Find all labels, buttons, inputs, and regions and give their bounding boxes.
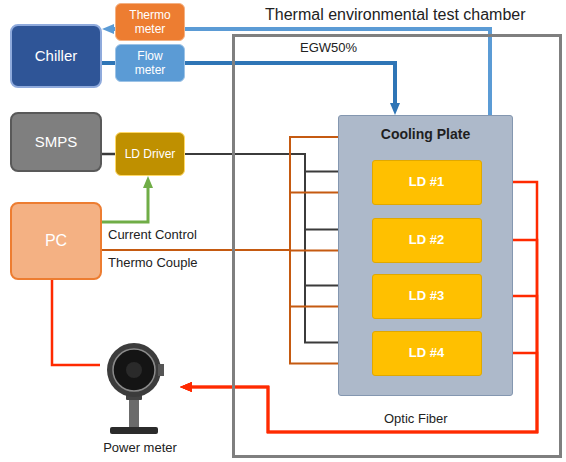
node-label: Flow meter xyxy=(124,49,176,78)
flowmeter-box: Flow meter xyxy=(115,44,185,82)
test-chamber: Thermal environmental test chamberCoolin… xyxy=(232,34,562,458)
node-label: LD #4 xyxy=(409,345,444,361)
laser-diode-box: LD #4 xyxy=(372,331,482,376)
power-meter: Power meter xyxy=(100,344,180,458)
meter-connector xyxy=(158,364,164,376)
node-label: Power meter xyxy=(103,440,177,456)
node-label: SMPS xyxy=(35,133,78,151)
connector xyxy=(102,61,115,65)
chamber-title: Thermal environmental test chamber xyxy=(265,5,526,24)
connector xyxy=(52,280,100,365)
meter-base xyxy=(110,427,158,434)
connector xyxy=(102,186,148,222)
meter-post xyxy=(129,396,139,427)
laser-diode-box: LD #1 xyxy=(372,160,482,205)
node-label: LD #3 xyxy=(409,288,444,304)
smps-box: SMPS xyxy=(10,112,102,172)
node-label: LD #2 xyxy=(409,232,444,248)
coolant-label: EGW50% xyxy=(298,40,359,55)
connector xyxy=(185,63,395,105)
connector xyxy=(102,153,115,156)
fiber-label: Optic Fiber xyxy=(382,411,450,426)
signal-label: Thermo Couple xyxy=(106,255,200,270)
thermometer-box: Thermo meter xyxy=(115,3,185,41)
connector xyxy=(102,250,372,307)
meter-sensor xyxy=(126,362,142,378)
laser-diode-box: LD #2 xyxy=(372,218,482,263)
connector xyxy=(102,193,372,251)
signal-label: Current Control xyxy=(106,227,199,242)
meter-aperture xyxy=(113,349,155,391)
meter-head xyxy=(107,343,161,397)
node-label: LD Driver xyxy=(125,147,176,161)
node-label: PC xyxy=(45,231,67,250)
node-label: Chiller xyxy=(35,47,78,65)
connector xyxy=(185,29,490,115)
node-label: Thermo meter xyxy=(124,8,176,37)
node-label: Cooling Plate xyxy=(339,126,512,143)
ld-driver-box: LD Driver xyxy=(115,132,185,176)
laser-diode-box: LD #3 xyxy=(372,274,482,319)
cooling-plate: Cooling Plate LD #1 LD #2 LD #3 LD #4 xyxy=(338,115,513,396)
node-label: LD #1 xyxy=(409,174,444,190)
connector xyxy=(102,250,372,364)
pc-box: PC xyxy=(10,202,102,280)
chiller-box: Chiller xyxy=(10,24,102,88)
